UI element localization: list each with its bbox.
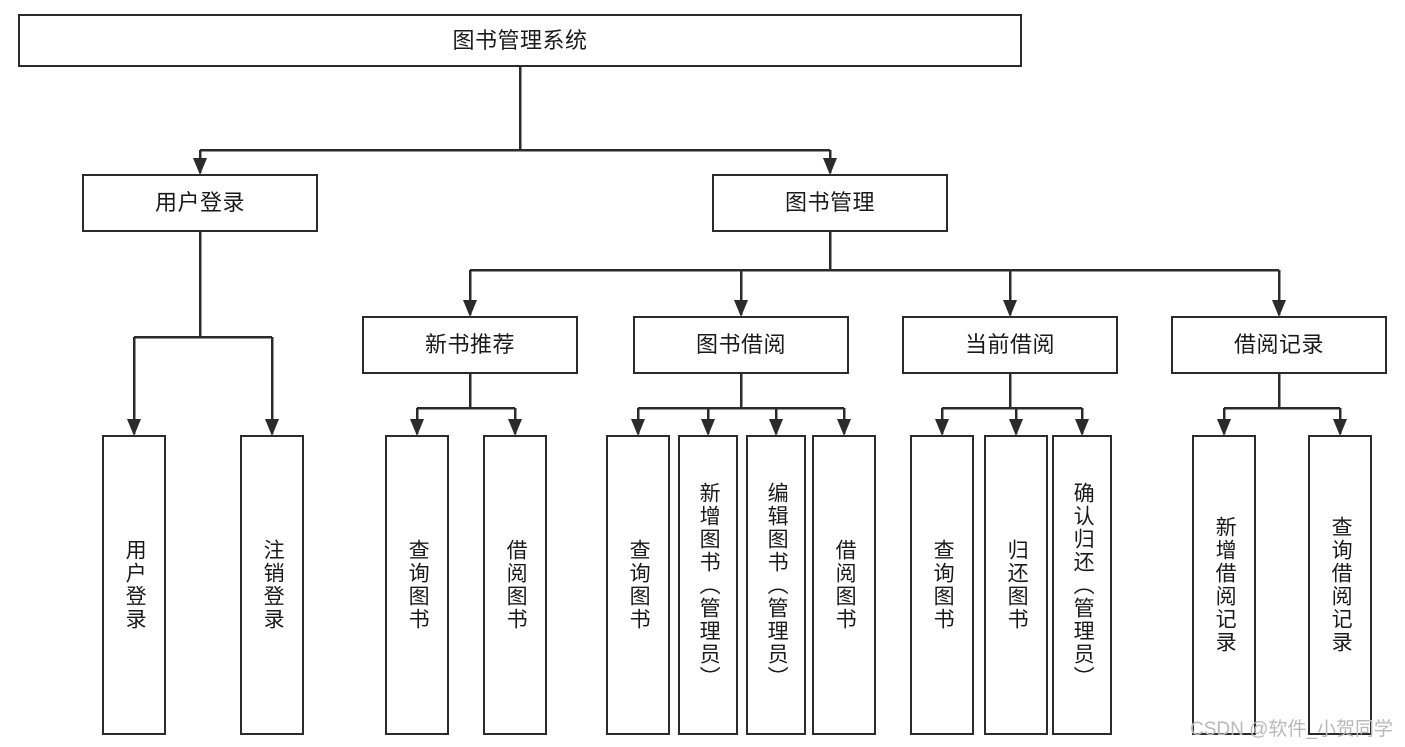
node-label: 查询图书 [406,539,430,631]
node-label: 归还图书 [1005,539,1029,631]
edge-arrowhead [935,419,949,436]
node-c_confirm[interactable]: 确认归还（管理员） [1052,435,1112,735]
node-newrec[interactable]: 新书推荐 [362,316,578,374]
edge-arrowhead [701,419,715,436]
node-label: 查询图书 [931,539,955,631]
node-label: 确认归还（管理员） [1071,481,1095,689]
node-b_add[interactable]: 新增图书（管理员） [678,435,738,735]
node-label: 图书借阅 [695,332,786,358]
node-l_login[interactable]: 用户登录 [102,435,166,735]
edge-arrowhead [508,419,522,436]
node-records[interactable]: 借阅记录 [1171,316,1387,374]
node-label: 图书管理 [784,190,875,216]
edge-arrowhead [734,300,748,317]
node-label: 新增图书（管理员） [697,481,721,689]
edge-arrowhead [1003,300,1017,317]
edge-arrowhead [265,419,279,436]
node-r_query[interactable]: 查询借阅记录 [1308,435,1372,735]
node-c_return[interactable]: 归还图书 [984,435,1048,735]
node-c_query[interactable]: 查询图书 [910,435,974,735]
edge-arrowhead [769,419,783,436]
node-label: 用户登录 [123,539,147,631]
node-bookmgmt[interactable]: 图书管理 [712,174,948,232]
node-label: 注销登录 [261,539,285,631]
edge-arrowhead [1075,419,1089,436]
edge-arrowhead [1217,419,1231,436]
node-b_query[interactable]: 查询图书 [606,435,670,735]
node-n_borrow[interactable]: 借阅图书 [483,435,547,735]
edge-arrowhead [837,419,851,436]
edge-arrowhead [127,419,141,436]
node-label: 编辑图书（管理员） [765,481,789,689]
node-label: 借阅图书 [504,539,528,631]
edge-arrowhead [1009,419,1023,436]
node-n_query[interactable]: 查询图书 [385,435,449,735]
node-label: 借阅图书 [833,539,857,631]
edge-arrowhead [631,419,645,436]
node-borrow[interactable]: 图书借阅 [633,316,849,374]
node-label: 图书管理系统 [452,27,588,53]
edge-arrowhead [823,158,837,175]
node-login[interactable]: 用户登录 [82,174,318,232]
node-label: 借阅记录 [1233,332,1324,358]
node-label: 当前借阅 [964,332,1055,358]
node-label: 新增借阅记录 [1213,516,1237,654]
edge-arrowhead [1272,300,1286,317]
node-label: 查询借阅记录 [1329,516,1353,654]
node-b_edit[interactable]: 编辑图书（管理员） [746,435,806,735]
node-l_logout[interactable]: 注销登录 [240,435,304,735]
node-label: 查询图书 [627,539,651,631]
node-root[interactable]: 图书管理系统 [18,14,1022,67]
node-b_lend[interactable]: 借阅图书 [812,435,876,735]
watermark-label: CSDN @软件_小贺同学 [1190,719,1393,740]
edge-arrowhead [463,300,477,317]
node-label: 用户登录 [154,190,245,216]
node-r_add[interactable]: 新增借阅记录 [1192,435,1256,735]
node-label: 新书推荐 [424,332,515,358]
edge-arrowhead [193,158,207,175]
edge-arrowhead [410,419,424,436]
node-current[interactable]: 当前借阅 [902,316,1118,374]
edge-arrowhead [1333,419,1347,436]
